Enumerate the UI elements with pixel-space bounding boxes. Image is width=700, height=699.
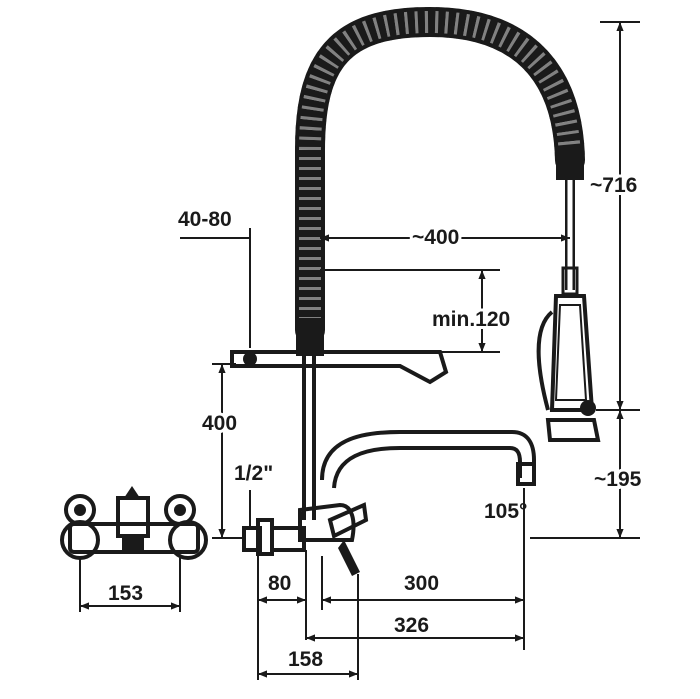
dimension-labels: 40-80 ~400 ~716 min.120 400 1/2" ~195 10…	[108, 171, 645, 671]
label-body-depth: 80	[268, 572, 291, 595]
label-spout-length: 300	[404, 572, 439, 595]
spring-hose	[295, 6, 585, 356]
swing-spout	[320, 430, 536, 489]
mixer-front-view	[60, 486, 208, 560]
label-inlet-spacing-side: 158	[288, 648, 323, 671]
right-handle-knob	[164, 494, 196, 526]
label-total-height: ~716	[590, 174, 637, 197]
lever-tip	[338, 540, 360, 576]
label-wall-offset: 40-80	[178, 208, 232, 231]
label-spout-reach: 326	[394, 614, 429, 637]
wall-bracket	[243, 352, 257, 366]
column	[230, 350, 449, 520]
label-angle: 105°	[484, 500, 527, 523]
mixer-body-side	[242, 502, 369, 576]
trigger-knob	[580, 400, 596, 416]
hose-collar-top	[556, 150, 584, 180]
dimension-lines	[79, 21, 640, 680]
lever-handle	[327, 502, 369, 539]
label-thread: 1/2"	[234, 462, 273, 485]
label-min-clearance: min.120	[432, 308, 510, 331]
label-inlet-spacing-front: 153	[108, 582, 143, 605]
aerator	[516, 462, 536, 486]
label-mount-height: 400	[202, 412, 237, 435]
label-reach: ~400	[412, 226, 459, 249]
spray-head	[536, 180, 601, 442]
left-handle-knob	[64, 494, 96, 526]
label-spout-height: ~195	[594, 468, 642, 491]
hose-collar-bottom	[296, 318, 324, 356]
hose-holder-arm	[230, 350, 449, 385]
